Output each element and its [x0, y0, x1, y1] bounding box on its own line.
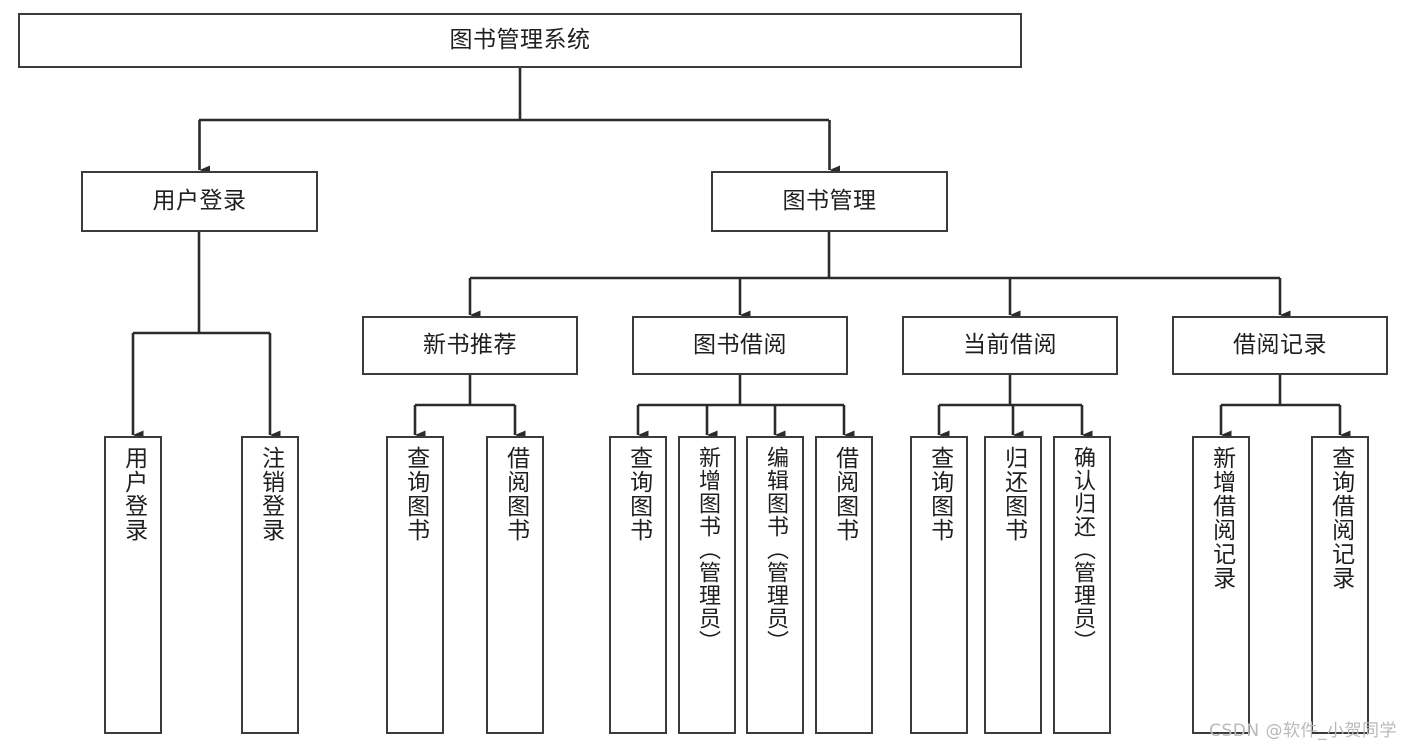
node-label-borrow-record: 借阅记录 — [1233, 332, 1327, 359]
node-label-leaf-return-book: 归还图书 — [1000, 446, 1027, 542]
node-label-current-borrow: 当前借阅 — [963, 332, 1057, 359]
node-leaf-edit-book-admin[interactable]: 编辑图书（管理员） — [746, 436, 804, 734]
node-leaf-borrow-book-1[interactable]: 借阅图书 — [486, 436, 544, 734]
node-leaf-add-borrow-record[interactable]: 新增借阅记录 — [1192, 436, 1250, 734]
node-new-book-recommend[interactable]: 新书推荐 — [362, 316, 578, 375]
node-user-login[interactable]: 用户登录 — [81, 171, 318, 232]
node-leaf-return-book[interactable]: 归还图书 — [984, 436, 1042, 734]
node-label-new-book-recommend: 新书推荐 — [423, 332, 517, 359]
node-current-borrow[interactable]: 当前借阅 — [902, 316, 1118, 375]
node-label-leaf-query-book-3: 查询图书 — [926, 446, 953, 542]
node-label-leaf-borrow-book-1: 借阅图书 — [502, 446, 529, 542]
node-label-book-borrow: 图书借阅 — [693, 332, 787, 359]
node-label-leaf-query-book-2: 查询图书 — [625, 446, 652, 542]
node-leaf-query-book-3[interactable]: 查询图书 — [910, 436, 968, 734]
connector-group — [131, 68, 1351, 440]
node-label-user-login: 用户登录 — [152, 188, 247, 215]
node-label-leaf-add-borrow-record: 新增借阅记录 — [1208, 446, 1235, 590]
node-label-leaf-query-book-1: 查询图书 — [402, 446, 429, 542]
node-label-root: 图书管理系统 — [449, 27, 591, 54]
node-book-management[interactable]: 图书管理 — [711, 171, 948, 232]
node-leaf-query-borrow-record[interactable]: 查询借阅记录 — [1311, 436, 1369, 734]
node-leaf-user-login[interactable]: 用户登录 — [104, 436, 162, 734]
node-leaf-logout[interactable]: 注销登录 — [241, 436, 299, 734]
node-leaf-query-book-1[interactable]: 查询图书 — [386, 436, 444, 734]
node-borrow-record[interactable]: 借阅记录 — [1172, 316, 1388, 375]
node-leaf-confirm-return-admin[interactable]: 确认归还（管理员） — [1053, 436, 1111, 734]
node-label-leaf-confirm-return-admin: 确认归还（管理员） — [1069, 446, 1095, 653]
node-label-leaf-logout: 注销登录 — [257, 446, 284, 542]
node-label-leaf-edit-book-admin: 编辑图书（管理员） — [762, 446, 788, 653]
node-book-borrow[interactable]: 图书借阅 — [632, 316, 848, 375]
node-root[interactable]: 图书管理系统 — [18, 13, 1022, 68]
node-leaf-query-book-2[interactable]: 查询图书 — [609, 436, 667, 734]
node-label-leaf-add-book-admin: 新增图书（管理员） — [694, 446, 720, 653]
node-label-leaf-query-borrow-record: 查询借阅记录 — [1327, 446, 1354, 590]
node-leaf-add-book-admin[interactable]: 新增图书（管理员） — [678, 436, 736, 734]
node-label-leaf-user-login: 用户登录 — [120, 446, 147, 542]
node-leaf-borrow-book-2[interactable]: 借阅图书 — [815, 436, 873, 734]
node-label-book-management: 图书管理 — [782, 188, 877, 215]
node-label-leaf-borrow-book-2: 借阅图书 — [831, 446, 858, 542]
